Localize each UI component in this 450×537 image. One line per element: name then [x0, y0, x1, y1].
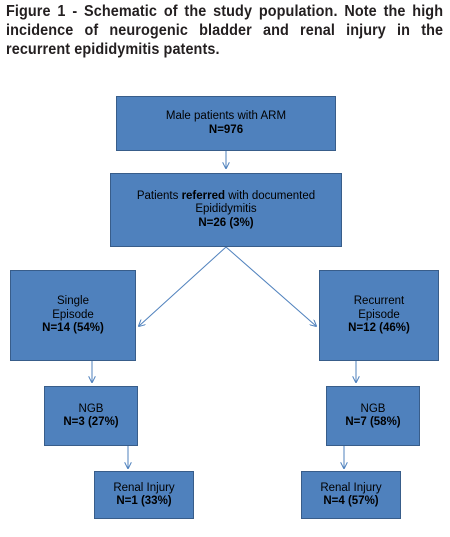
box-single-count: N=14 (54%)	[42, 322, 104, 335]
box-ngb-right-count: N=7 (58%)	[345, 416, 401, 428]
box-male-patients: Male patients with ARM N=976	[116, 96, 336, 151]
box-referred-pre: Patients	[136, 189, 182, 202]
box-male-patients-label: Male patients with ARM	[165, 110, 287, 122]
box-single-line1: Single	[57, 295, 89, 308]
box-recurrent-line2: Episode	[358, 308, 400, 321]
box-ngb-right-label: NGB	[360, 402, 386, 415]
box-renal-left-label: Renal Injury	[113, 481, 175, 494]
box-ngb-left-label: NGB	[78, 402, 104, 415]
box-referred-count: N=26 (3%)	[198, 216, 254, 229]
box-recurrent-count: N=12 (46%)	[348, 322, 410, 335]
box-renal-right-label: Renal Injury	[320, 481, 382, 494]
box-male-patients-count: N=976	[208, 123, 244, 136]
box-renal-right-count: N=4 (57%)	[323, 495, 379, 507]
box-renal-injury-right: Renal Injury N=4 (57%)	[301, 471, 401, 519]
figure-caption: Figure 1 - Schematic of the study popula…	[6, 3, 444, 58]
box-recurrent-episode: Recurrent Episode N=12 (46%)	[319, 270, 439, 361]
box-referred-epididymitis: Patients referred with documented Epidid…	[110, 173, 342, 247]
box-single-line2: Episode	[52, 308, 94, 321]
box-ngb-right: NGB N=7 (58%)	[326, 386, 420, 446]
box-single-episode: Single Episode N=14 (54%)	[10, 270, 136, 361]
arrow-referred-to-single	[139, 246, 227, 326]
box-ngb-left-count: N=3 (27%)	[63, 416, 119, 428]
box-ngb-left: NGB N=3 (27%)	[44, 386, 138, 446]
box-recurrent-line1: Recurrent	[353, 295, 405, 308]
box-referred-line2: Epididymitis	[195, 203, 257, 216]
box-renal-injury-left: Renal Injury N=1 (33%)	[94, 471, 194, 519]
box-renal-left-count: N=1 (33%)	[116, 495, 172, 507]
box-referred-line1: Patients referred with documented	[137, 190, 315, 204]
box-referred-bold: referred	[181, 189, 226, 202]
box-referred-post: with documented	[225, 189, 316, 202]
arrow-referred-to-recurrent	[225, 246, 316, 326]
